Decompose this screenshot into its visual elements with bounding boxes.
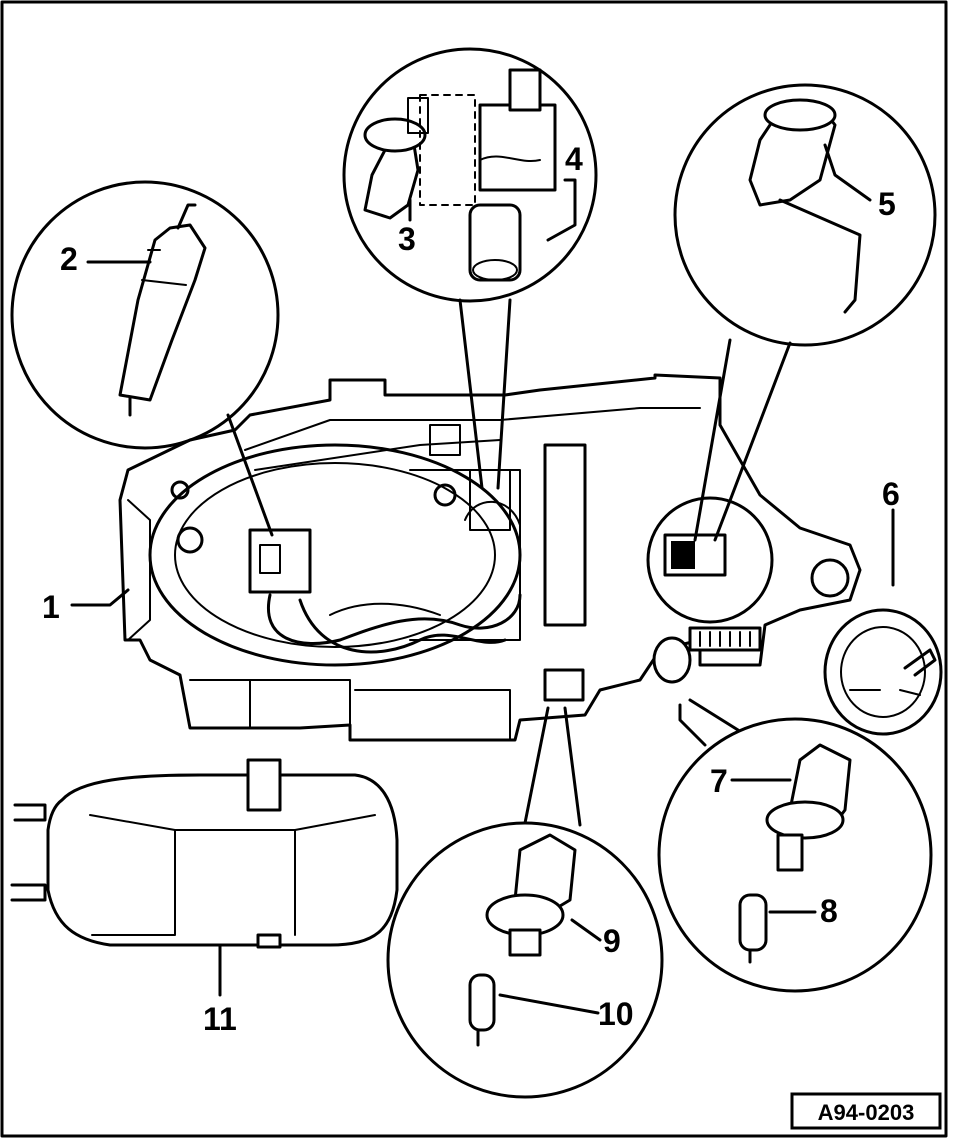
center-column: [543, 443, 587, 627]
leader-top-2: [496, 298, 512, 490]
indicator-holder-stem: [776, 833, 804, 872]
h7-bulb-flange: [363, 117, 427, 153]
headlight-housing: [118, 373, 862, 742]
callout-6: 6: [882, 476, 900, 512]
inset-circle-7-8: [657, 717, 933, 993]
indicator-grille: [688, 626, 762, 652]
leader-bottom-1: [523, 706, 550, 825]
grille-slots: [699, 631, 751, 647]
leader-lower-right-1: [678, 703, 707, 747]
callout-9: 9: [603, 923, 621, 959]
housing-body: [118, 373, 862, 742]
cover-cap-inner: [840, 626, 926, 718]
leader-right-1: [693, 338, 732, 542]
h7-bulb-tab: [407, 97, 429, 134]
mounting-hole: [810, 558, 850, 598]
indicator-bulb-8: [738, 893, 768, 952]
indicator-holder-flange: [765, 800, 845, 840]
figure-reference: A94-0203: [818, 1100, 915, 1125]
inset-circle-3-4: [342, 47, 598, 303]
cover-cap-outline: [823, 608, 943, 736]
side-lamp-socket-mount: [543, 668, 585, 702]
h1-bulb-flange: [763, 98, 837, 132]
indicator-bulb-holder: [652, 636, 692, 684]
adjuster-rod-tip: [176, 203, 197, 230]
callout-7: 7: [710, 763, 728, 799]
reference-box-frame: [790, 1092, 942, 1130]
lens-left-tab-top: [13, 803, 47, 822]
callout-1: 1: [42, 589, 60, 625]
top-clip: [429, 424, 461, 456]
side-lamp-holder-stem: [508, 928, 542, 957]
leader-10: [498, 993, 600, 1015]
adjuster-screw: [170, 480, 190, 500]
bulb-holder-4-bulb: [468, 203, 522, 282]
leader-lower-right-2: [688, 698, 740, 732]
back-panel: [409, 469, 521, 641]
side-lamp-bulb-10: [468, 973, 496, 1032]
inset-top-circle: [342, 47, 598, 490]
bulb-retainer-mount: [469, 469, 511, 531]
leader-top-1: [458, 298, 484, 490]
leader-4: [546, 178, 577, 242]
housing-top-ridge-2: [254, 439, 501, 471]
wiring-harness-1: [267, 593, 522, 646]
connector-pin-block: [259, 544, 281, 574]
callout-10: 10: [598, 996, 634, 1032]
bulb-holder-4-clip: [479, 155, 541, 162]
wiring-harness-2: [298, 598, 507, 654]
leader-inset-left: [226, 413, 274, 537]
lower-housing-panels: [189, 679, 511, 741]
leader-bottom-2: [563, 706, 582, 827]
inset-bottom-circle: [386, 706, 664, 1099]
lens-top-clip: [246, 758, 282, 812]
adjuster-rod-ribs: [141, 249, 187, 286]
housing-top-ridge: [244, 407, 701, 451]
cover-cap-6: [823, 608, 943, 736]
bulb-holder-4-glass: [472, 259, 518, 281]
inset-left-circle: [10, 180, 280, 537]
inset-circle-5: [673, 83, 937, 347]
cover-cap-ribs: [849, 689, 921, 696]
bulb-holder-4: [478, 103, 557, 192]
inset-lower-right-circle: [657, 698, 933, 993]
lens-facets: [89, 814, 376, 936]
leader-5: [823, 143, 872, 202]
inset-right-circle: [673, 83, 937, 542]
callout-2: 2: [60, 241, 78, 277]
leader-9: [570, 918, 602, 942]
lens-left-tab-bottom: [10, 883, 47, 902]
callout-4: 4: [565, 141, 583, 177]
leader-1: [70, 588, 130, 607]
glass-lens-11: [10, 758, 399, 949]
inset-circle-2: [10, 180, 280, 450]
left-reflector-inner: [174, 462, 496, 648]
figure-reference-box: A94-0203: [790, 1092, 942, 1130]
callout-labels: 1 2 3 4 5 6 7 8 9 10 11: [42, 141, 900, 1037]
high-beam-socket-contact: [671, 541, 695, 569]
right-reflector-bowl: [646, 496, 774, 624]
h1-bulb-wire: [778, 198, 862, 314]
retainer-knob: [433, 483, 457, 507]
adjuster-pivot: [176, 526, 204, 554]
dashed-outline: [419, 94, 476, 206]
left-bracket: [127, 499, 151, 641]
wiring-harness-3: [329, 602, 441, 616]
bulb-holder-arc: [464, 500, 521, 526]
adjuster-rod-body: [118, 223, 207, 402]
callout-8: 8: [820, 893, 838, 929]
lens-bottom-clip: [256, 933, 282, 949]
callout-11: 11: [203, 1001, 237, 1037]
cover-cap-tab: [903, 648, 937, 677]
callout-5: 5: [878, 186, 896, 222]
bulb-holder-4-tab: [508, 68, 542, 112]
leader-right-2: [713, 341, 792, 542]
lens-outline: [46, 773, 399, 947]
callout-3: 3: [398, 221, 416, 257]
callout-leaders: [70, 143, 895, 1015]
